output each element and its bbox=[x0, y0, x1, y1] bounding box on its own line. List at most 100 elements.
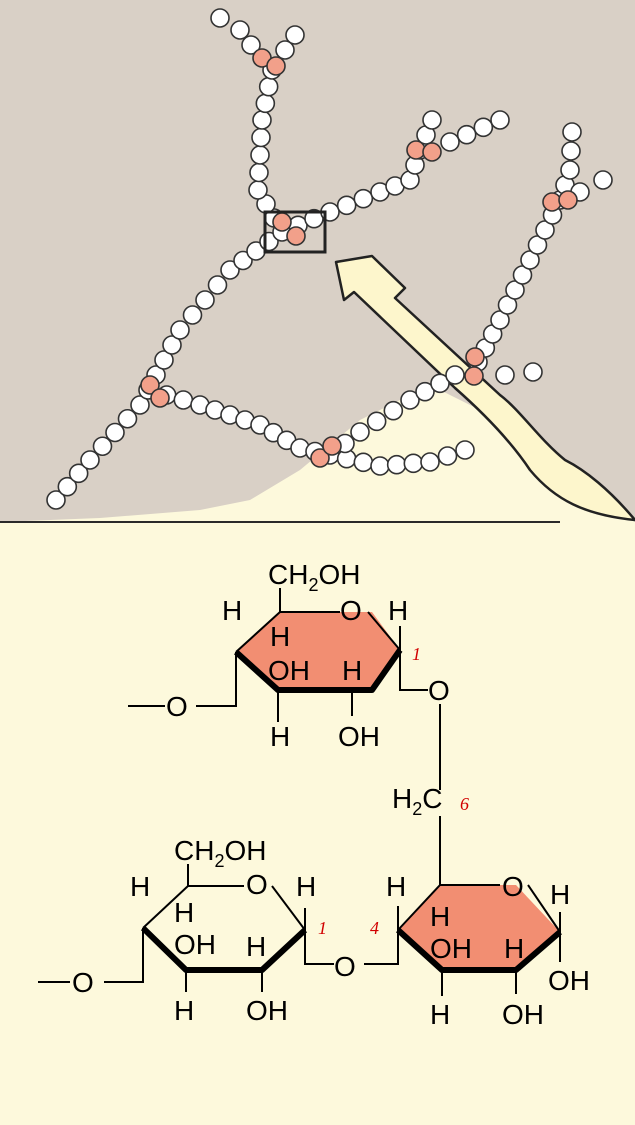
top-ring-oxygen: O bbox=[340, 595, 362, 626]
br-h-left: H bbox=[386, 871, 406, 902]
bottom-right-glucose-ring bbox=[395, 884, 562, 996]
glucose-unit-icon bbox=[105, 422, 125, 443]
glucose-unit-icon bbox=[251, 127, 271, 148]
branch-point-unit-icon bbox=[406, 140, 426, 160]
top-oh-inner: OH bbox=[268, 655, 310, 686]
glucose-unit-icon bbox=[252, 110, 272, 130]
bl-oh-bottom: OH bbox=[246, 995, 288, 1026]
glucose-unit-icon bbox=[353, 452, 374, 473]
glucose-unit-icon bbox=[210, 8, 230, 28]
glucose-unit-icon bbox=[370, 456, 390, 476]
glucose-unit-icon bbox=[92, 436, 113, 457]
glucose-unit-icon bbox=[117, 408, 138, 429]
glucose-unit-icon bbox=[258, 76, 279, 97]
bl-h-right: H bbox=[296, 871, 316, 902]
glucose-unit-icon bbox=[445, 365, 465, 385]
branch-point-unit-icon bbox=[310, 448, 330, 468]
glycosidic-oxygen-1-6: O bbox=[428, 675, 450, 706]
glucose-unit-icon bbox=[403, 453, 424, 474]
branch-point-unit-icon bbox=[150, 388, 170, 408]
branch-point-unit-icon bbox=[465, 347, 485, 367]
glucose-unit-icon bbox=[440, 132, 460, 152]
bl-left-oxygen: O bbox=[72, 967, 94, 998]
glucose-unit-icon bbox=[490, 110, 510, 130]
glucose-unit-icon bbox=[420, 452, 440, 472]
top-h-left: H bbox=[222, 595, 242, 626]
br-h-bottom: H bbox=[430, 999, 450, 1030]
br-oh-inner: OH bbox=[430, 933, 472, 964]
branch-point-unit-icon bbox=[558, 190, 578, 210]
glucose-unit-icon bbox=[248, 180, 268, 200]
glucose-unit-icon bbox=[415, 381, 435, 402]
glucose-unit-icon bbox=[162, 335, 182, 355]
glucose-unit-icon bbox=[275, 40, 295, 60]
glucose-unit-icon bbox=[495, 365, 515, 385]
glucose-unit-icon bbox=[366, 411, 387, 432]
bl-h-bottom: H bbox=[174, 995, 194, 1026]
glucose-unit-icon bbox=[400, 390, 420, 410]
bl-h-left: H bbox=[130, 871, 150, 902]
glucose-unit-icon bbox=[593, 170, 613, 190]
top-carbon-1: 1 bbox=[412, 644, 421, 664]
branch-point-unit-icon bbox=[140, 375, 160, 395]
br-ring-oxygen: O bbox=[502, 871, 524, 902]
bl-h-inner-right: H bbox=[246, 931, 266, 962]
glucose-unit-icon bbox=[220, 260, 240, 280]
glucose-unit-icon bbox=[207, 275, 228, 295]
glucose-unit-icon bbox=[80, 450, 100, 470]
br-h-inner-right: H bbox=[504, 933, 524, 964]
glucose-unit-icon bbox=[68, 463, 89, 484]
magnify-arrow-icon bbox=[334, 254, 635, 522]
bottom-right-ring-labels: O H H H OH H OH H OH bbox=[386, 871, 590, 1030]
glucose-unit-icon bbox=[154, 350, 174, 370]
glucose-unit-icon bbox=[386, 454, 407, 475]
bl-ch2oh-label: CH2OH bbox=[174, 835, 266, 871]
bl-oh-inner: OH bbox=[174, 929, 216, 960]
br-oh-bottom: OH bbox=[502, 999, 544, 1030]
top-h-inner-right: H bbox=[342, 655, 362, 686]
branch-point-unit-icon bbox=[286, 226, 306, 246]
top-h-right: H bbox=[388, 595, 408, 626]
h2c-label: H2C bbox=[392, 783, 442, 819]
glucose-unit-icon bbox=[336, 195, 357, 216]
glucose-unit-icon bbox=[422, 110, 442, 130]
glucose-unit-icon bbox=[430, 373, 450, 394]
top-ch2oh-label: CH2OH bbox=[268, 559, 360, 595]
glucose-unit-icon bbox=[170, 320, 190, 340]
glycogen-chain bbox=[46, 8, 613, 510]
top-glucose-ring bbox=[128, 588, 441, 885]
bl-carbon-1: 1 bbox=[318, 918, 327, 938]
carbon-6: 6 bbox=[460, 794, 469, 814]
glucose-unit-icon bbox=[437, 446, 458, 466]
top-h-inner: H bbox=[270, 621, 290, 652]
glucose-unit-icon bbox=[249, 162, 269, 183]
bottom-right-ring-fill bbox=[398, 885, 560, 970]
glucose-unit-icon bbox=[233, 250, 253, 271]
top-h-bottom: H bbox=[270, 721, 290, 752]
glucose-unit-icon bbox=[383, 400, 404, 421]
bottom-left-glucose-ring bbox=[38, 864, 399, 992]
glucose-unit-icon bbox=[255, 93, 276, 114]
branch-point-unit-icon bbox=[464, 366, 484, 386]
glucose-unit-icon bbox=[182, 305, 203, 325]
bl-ring-oxygen: O bbox=[246, 869, 268, 900]
glucose-unit-icon bbox=[456, 124, 477, 145]
glucose-unit-icon bbox=[250, 145, 270, 165]
glucose-unit-icon bbox=[195, 290, 215, 310]
branch-point-unit-icon bbox=[272, 212, 292, 232]
glucose-unit-icon bbox=[241, 35, 261, 55]
glucose-unit-icon bbox=[230, 20, 250, 40]
glucose-unit-icon bbox=[473, 117, 494, 138]
branch-point-unit-icon bbox=[266, 56, 286, 76]
br-h-right: H bbox=[550, 879, 570, 910]
glycosidic-oxygen-1-4: O bbox=[334, 951, 356, 982]
top-oh-bottom: OH bbox=[338, 721, 380, 752]
glucose-unit-icon bbox=[285, 25, 305, 45]
top-ring-labels: CH2OH O H H H OH H 1 O H OH O H2C 6 bbox=[166, 559, 469, 819]
glucose-unit-icon bbox=[57, 476, 78, 497]
glucose-unit-icon bbox=[173, 390, 194, 410]
carbon-4: 4 bbox=[370, 918, 379, 938]
branch-point-unit-icon bbox=[542, 192, 562, 212]
zoom-box-icon bbox=[263, 210, 327, 254]
glucose-unit-icon bbox=[353, 188, 374, 209]
